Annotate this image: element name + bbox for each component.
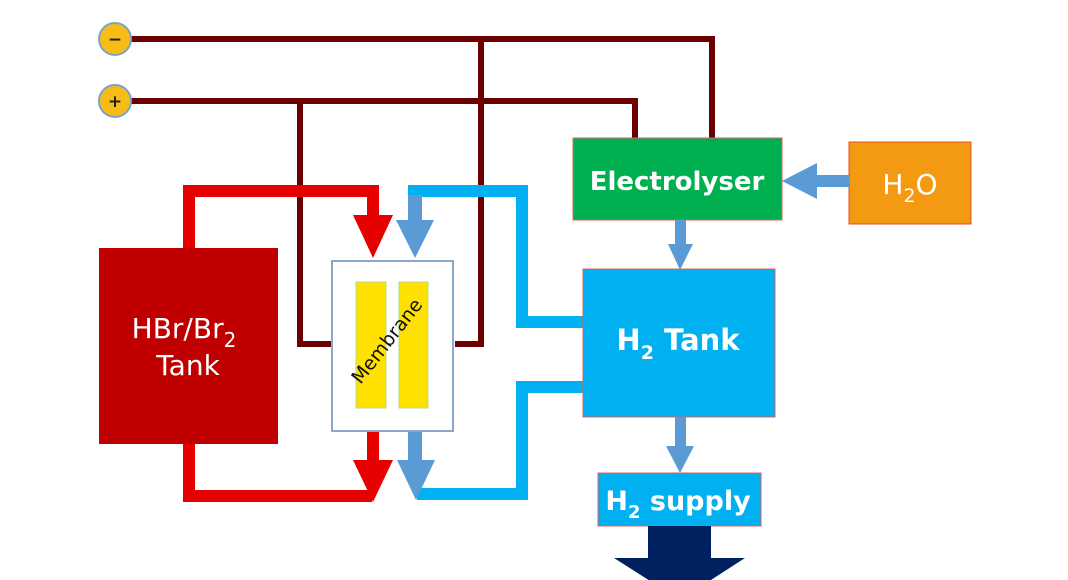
- hbr-tank-label-line1: HBr/Br2: [132, 312, 237, 352]
- h2-supply: H2 supply: [597, 472, 762, 527]
- blue-flow-arrows: [396, 195, 435, 500]
- electrolyser: Electrolyser: [572, 137, 783, 221]
- blue-arrow-into-membrane: [396, 220, 434, 258]
- membrane-cell: Membrane: [331, 260, 454, 432]
- wire-negative-to-membrane: [455, 39, 484, 347]
- red-pipes: [183, 185, 379, 502]
- h2-tank-label: H2 Tank: [616, 323, 740, 364]
- arrow-h2o-to-electrolyser: [782, 163, 849, 199]
- blue-arrow-out-of-membrane: [397, 460, 435, 500]
- h2o-source: H2O: [848, 141, 972, 225]
- red-arrow-return: [353, 460, 393, 502]
- h2-tank: H2 Tank: [582, 268, 776, 418]
- blue-pipe-h2tank-to-membrane: [408, 185, 586, 328]
- wire-negative-to-electrolyser: [130, 36, 715, 140]
- h2-supply-label: H2 supply: [605, 486, 751, 523]
- arrow-h2-tank-to-supply: [666, 417, 694, 473]
- blue-pipes: [408, 185, 586, 500]
- red-pipe-tank-to-membrane: [183, 185, 379, 250]
- red-arrow-into-membrane: [353, 215, 393, 258]
- electrolyser-label: Electrolyser: [590, 167, 765, 197]
- hbr-tank-label-line2: Tank: [155, 349, 220, 382]
- output-arrow: [614, 526, 745, 580]
- terminal-negative-symbol: −: [108, 30, 122, 50]
- arrow-electrolyser-to-h2-tank: [668, 220, 693, 270]
- membrane-plate-right: [398, 281, 429, 409]
- terminal-positive: +: [98, 84, 132, 118]
- wires: [130, 36, 715, 347]
- hbr-br2-tank: HBr/Br2 Tank: [99, 248, 278, 444]
- terminal-positive-symbol: +: [108, 92, 122, 112]
- wire-positive-to-membrane: [297, 101, 333, 347]
- wire-positive-to-electrolyser: [130, 98, 638, 140]
- blue-pipe-membrane-to-h2tank: [417, 381, 586, 500]
- red-pipe-membrane-to-tank: [183, 442, 372, 502]
- membrane-plate-left: [355, 281, 387, 409]
- terminal-negative: −: [98, 22, 132, 56]
- h2o-label: H2O: [882, 168, 937, 207]
